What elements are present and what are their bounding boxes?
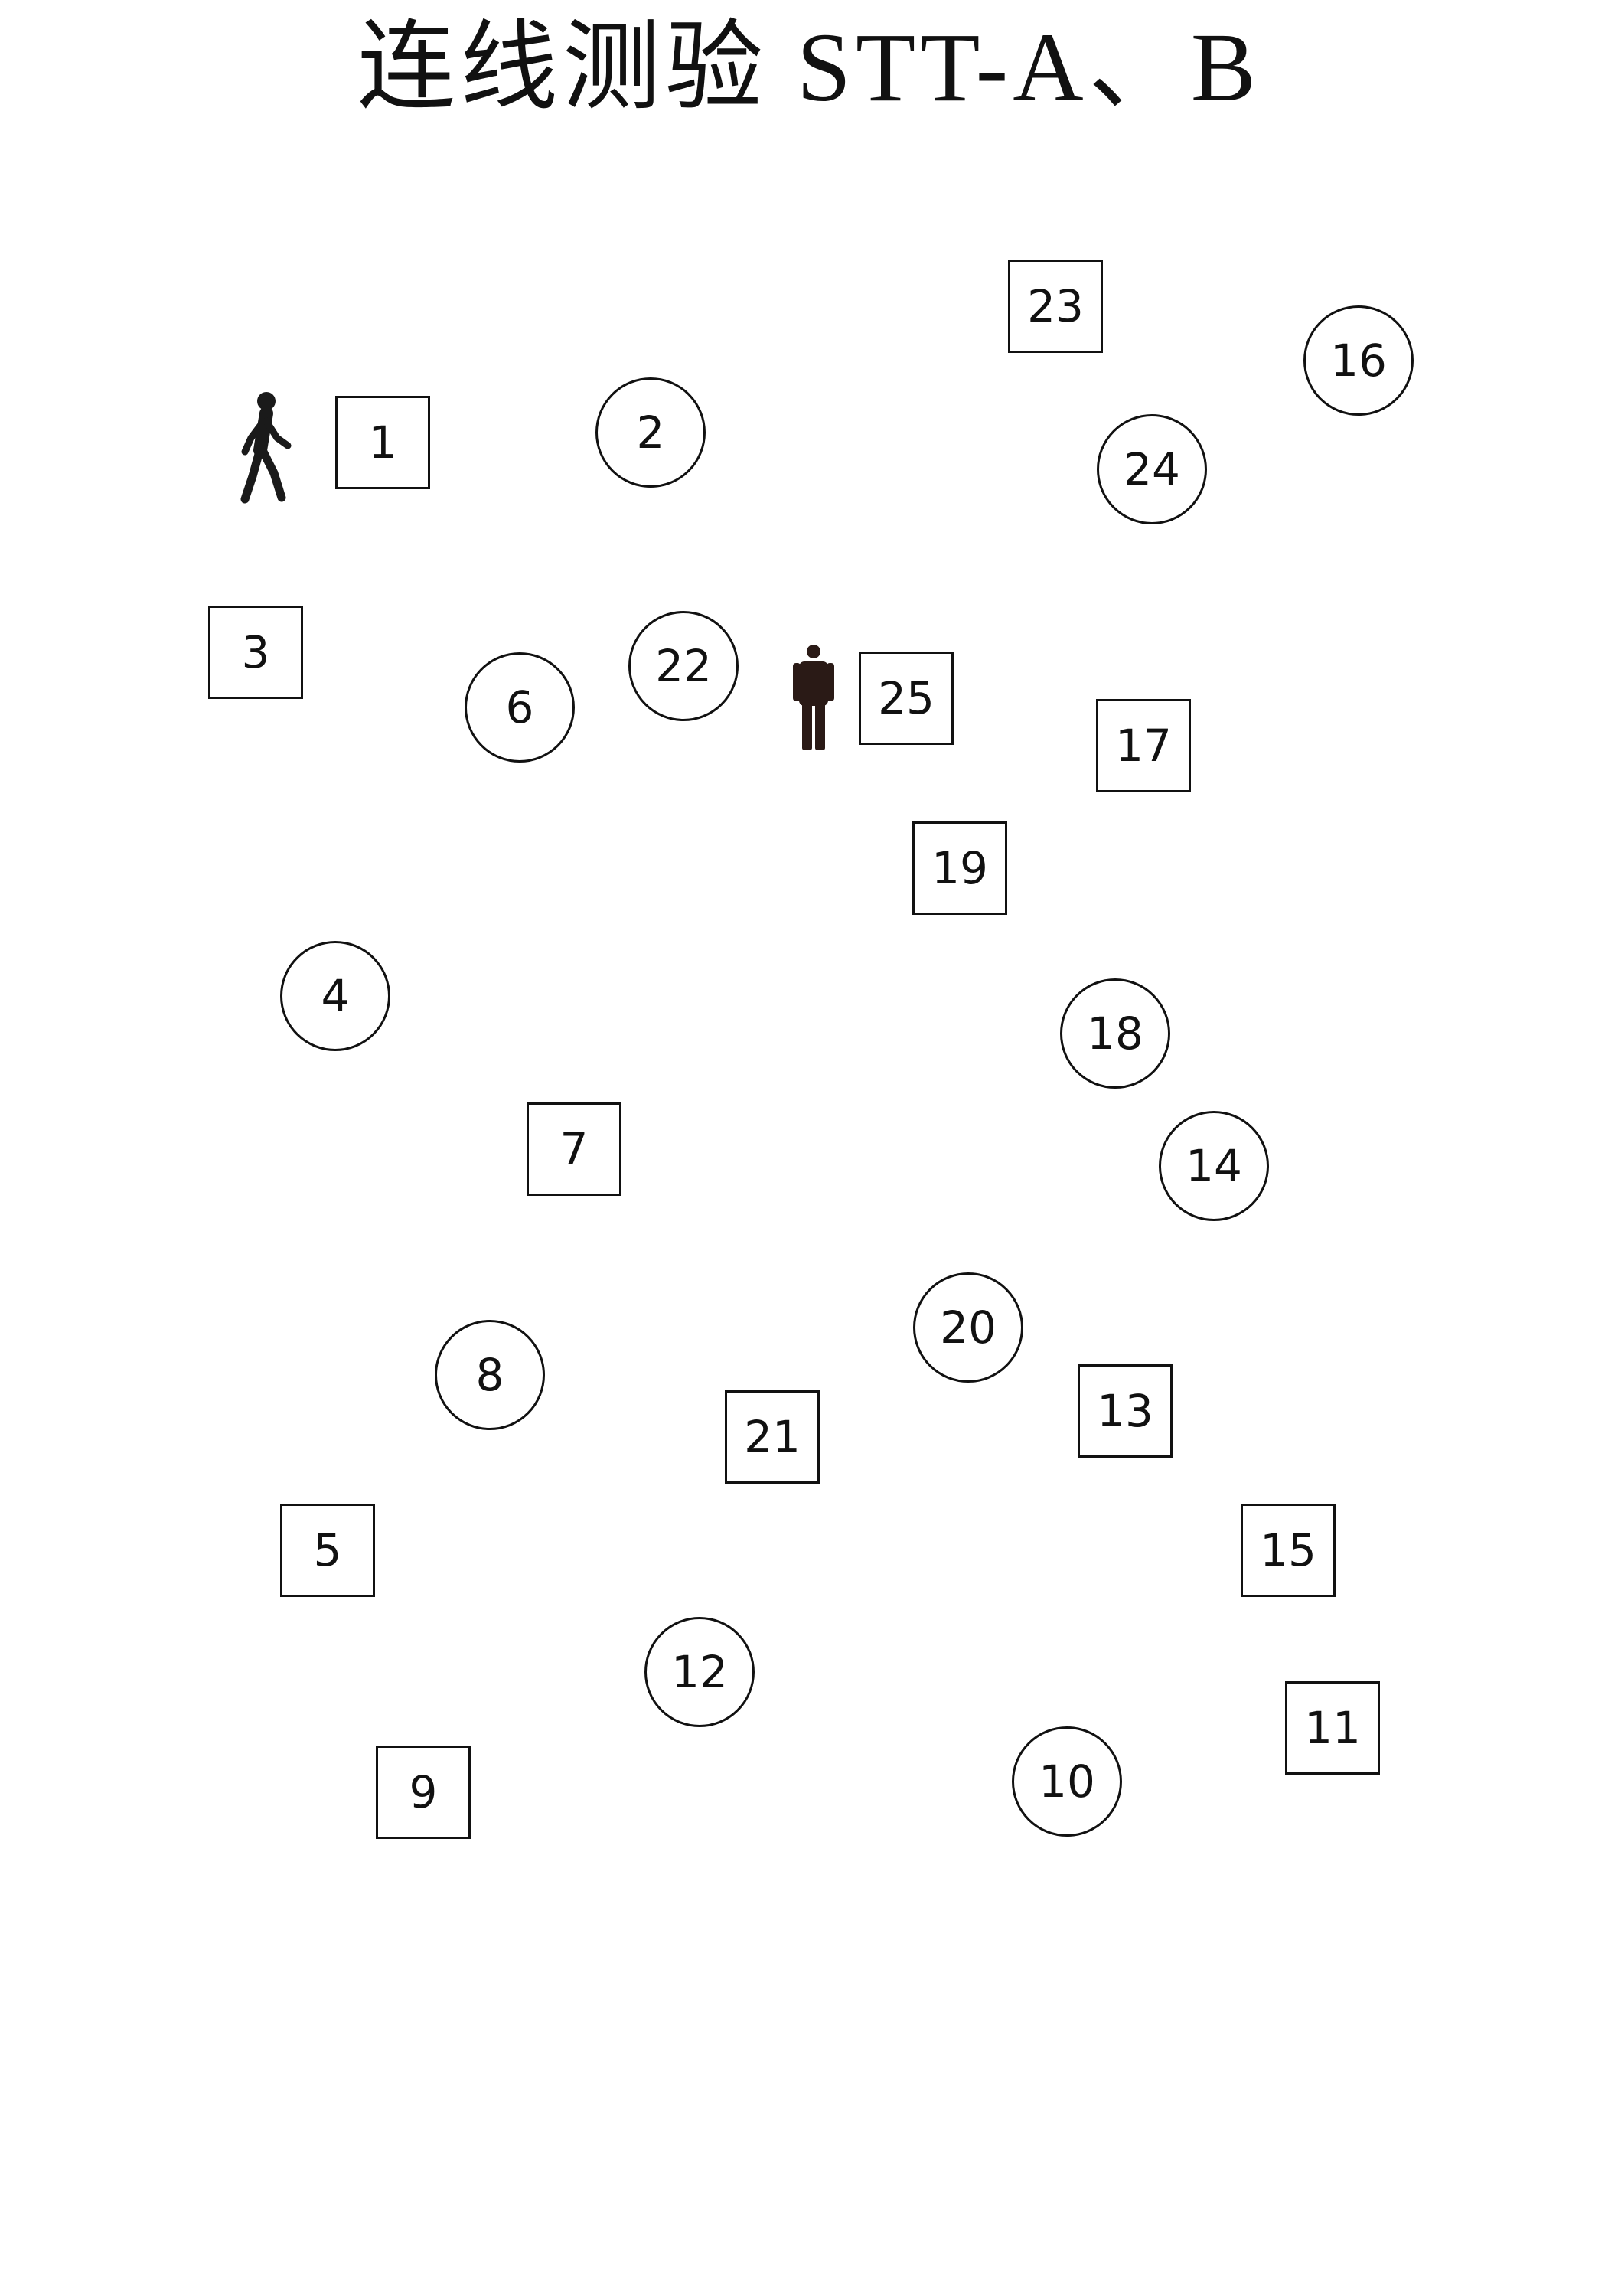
node-22[interactable]: 22 bbox=[628, 611, 739, 721]
node-2[interactable]: 2 bbox=[595, 377, 706, 488]
node-6[interactable]: 6 bbox=[465, 652, 575, 763]
node-5[interactable]: 5 bbox=[280, 1504, 375, 1597]
node-1[interactable]: 1 bbox=[335, 396, 430, 489]
node-14[interactable]: 14 bbox=[1159, 1111, 1269, 1221]
node-4[interactable]: 4 bbox=[280, 941, 390, 1051]
node-24[interactable]: 24 bbox=[1097, 414, 1207, 524]
node-17[interactable]: 17 bbox=[1096, 699, 1191, 792]
node-16[interactable]: 16 bbox=[1303, 305, 1414, 416]
node-15[interactable]: 15 bbox=[1241, 1504, 1336, 1597]
node-12[interactable]: 12 bbox=[644, 1617, 755, 1727]
node-23[interactable]: 23 bbox=[1008, 260, 1103, 353]
node-21[interactable]: 21 bbox=[725, 1390, 820, 1484]
node-7[interactable]: 7 bbox=[527, 1102, 621, 1196]
node-3[interactable]: 3 bbox=[208, 606, 303, 699]
node-25[interactable]: 25 bbox=[859, 652, 954, 745]
page-title: 连线测验 STT-A、B bbox=[357, 13, 1261, 122]
node-8[interactable]: 8 bbox=[435, 1320, 545, 1430]
node-20[interactable]: 20 bbox=[913, 1272, 1023, 1383]
standing-person-icon bbox=[793, 645, 834, 750]
node-18[interactable]: 18 bbox=[1060, 978, 1170, 1089]
walking-person-icon bbox=[240, 392, 292, 504]
node-10[interactable]: 10 bbox=[1012, 1726, 1122, 1837]
node-9[interactable]: 9 bbox=[376, 1746, 471, 1839]
node-11[interactable]: 11 bbox=[1285, 1681, 1380, 1775]
node-19[interactable]: 19 bbox=[912, 821, 1007, 915]
node-13[interactable]: 13 bbox=[1078, 1364, 1173, 1458]
